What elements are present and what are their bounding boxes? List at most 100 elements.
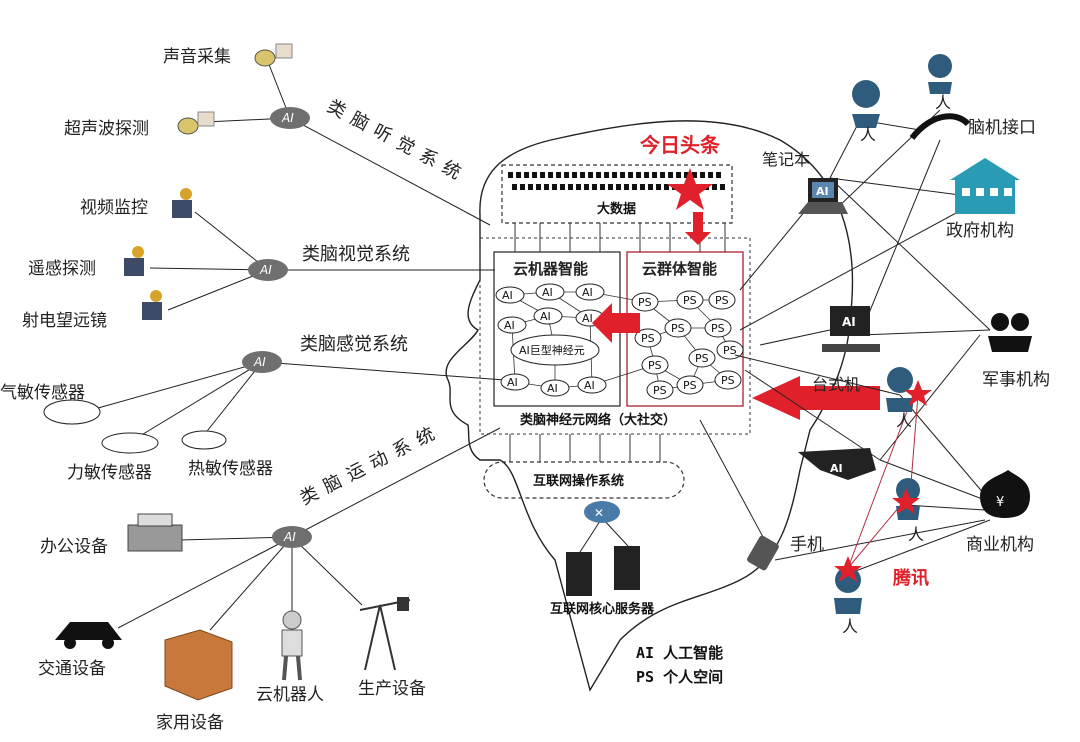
- svg-text:AI: AI: [816, 185, 829, 198]
- bigdata-block: [700, 172, 705, 178]
- star-person-low: [892, 488, 920, 514]
- svg-text:AI: AI: [582, 286, 593, 299]
- arrow-swarm-to-machine: [592, 303, 640, 343]
- svg-text:PS: PS: [683, 379, 697, 392]
- vr-glasses-icon: AI: [798, 448, 876, 480]
- label-production: 生产设备: [358, 679, 426, 699]
- bigdata-block: [684, 172, 689, 178]
- phone-icon: [747, 535, 779, 571]
- head-outline: [445, 120, 854, 692]
- ps-node-4: PS: [664, 318, 692, 338]
- label-robot: 云机器人: [256, 685, 324, 705]
- bigdata-block: [568, 184, 573, 190]
- label-person-bottom: 人: [842, 617, 858, 636]
- bigdata-block: [576, 184, 581, 190]
- ps-node-7: PS: [688, 348, 716, 368]
- ai-node-1: AI: [495, 286, 525, 304]
- svg-text:AI: AI: [830, 462, 843, 475]
- oil-pump-icon: [359, 597, 411, 671]
- label-tencent: 腾讯: [893, 567, 929, 589]
- svg-text:AI: AI: [547, 382, 558, 395]
- ai-giant-neuron: AI巨型神经元: [510, 334, 600, 366]
- network-label: 类脑神经元网络（大社交）: [520, 412, 676, 428]
- bigdata-block: [660, 172, 665, 178]
- label-hearing-system: 类脑听觉系统: [324, 96, 472, 188]
- bigdata-block: [656, 184, 661, 190]
- svg-text:PS: PS: [638, 296, 652, 309]
- os-label: 互联网操作系统: [533, 473, 624, 489]
- label-heat: 热敏传感器: [188, 459, 273, 479]
- printer-icon: [127, 513, 183, 552]
- bigdata-block: [608, 184, 613, 190]
- bigdata-block: [544, 184, 549, 190]
- label-video: 视频监控: [80, 198, 148, 218]
- os-box: [483, 461, 685, 499]
- label-sound: 声音采集: [163, 47, 231, 67]
- svg-text:AI: AI: [504, 319, 515, 332]
- bigdata-box: [501, 164, 733, 224]
- bigdata-block: [596, 172, 601, 178]
- heat-sensor-shape: [181, 430, 227, 450]
- legend-ps: PS 个人空间: [636, 668, 723, 686]
- svg-text:AI: AI: [582, 312, 593, 325]
- svg-text:AI: AI: [281, 111, 294, 125]
- ps-node-9: PS: [716, 340, 744, 360]
- money-bag-icon: ¥: [980, 470, 1030, 518]
- svg-text:AI: AI: [507, 376, 518, 389]
- cloud-swarm-label: 云群体智能: [642, 260, 717, 278]
- ps-node-12: PS: [646, 380, 674, 400]
- bigdata-label: 大数据: [597, 201, 636, 217]
- ai-node-9: AI: [577, 376, 607, 394]
- bigdata-block: [664, 184, 669, 190]
- government-icon: [950, 158, 1020, 214]
- label-gas: 气敏传感器: [0, 383, 85, 403]
- svg-text:AI: AI: [542, 286, 553, 299]
- label-desktop: 台式机: [812, 375, 860, 394]
- bigdata-block: [612, 172, 617, 178]
- bigdata-block: [600, 184, 605, 190]
- label-vision-system: 类脑视觉系统: [302, 244, 410, 265]
- bigdata-block: [516, 172, 521, 178]
- bigdata-block: [616, 184, 621, 190]
- bigdata-block: [520, 184, 525, 190]
- svg-text:PS: PS: [641, 332, 655, 345]
- bigdata-block: [620, 172, 625, 178]
- ps-node-8: PS: [641, 355, 669, 375]
- bigdata-block: [648, 184, 653, 190]
- ai-node-2: AI: [535, 283, 565, 301]
- hub-hearing: AI: [270, 107, 310, 129]
- military-icon: [988, 313, 1032, 352]
- ai-node-4: AI: [533, 307, 563, 325]
- svg-text:AI: AI: [540, 310, 551, 323]
- bigdata-block: [632, 184, 637, 190]
- robot-icon: [281, 610, 303, 681]
- bigdata-block: [524, 172, 529, 178]
- svg-text:PS: PS: [711, 322, 725, 335]
- hub-motion: AI: [272, 526, 312, 548]
- label-force: 力敏传感器: [67, 463, 152, 483]
- star-person-bottom: [834, 556, 862, 582]
- ps-node-5: PS: [704, 318, 732, 338]
- label-business: 商业机构: [966, 535, 1034, 555]
- svg-text:✕: ✕: [594, 506, 604, 520]
- label-person-top1: 人: [860, 125, 876, 144]
- bigdata-block: [588, 172, 593, 178]
- label-office: 办公设备: [40, 537, 108, 557]
- svg-text:PS: PS: [683, 294, 697, 307]
- svg-text:AI: AI: [259, 263, 272, 277]
- bigdata-block: [512, 184, 517, 190]
- bigdata-block: [668, 172, 673, 178]
- bigdata-block: [628, 172, 633, 178]
- label-person-low: 人: [908, 525, 924, 544]
- person-icon-bottom: [834, 567, 862, 614]
- label-bci: 脑机接口: [968, 118, 1036, 138]
- car-icon: [55, 622, 122, 649]
- arrow-users-to-brain: [752, 376, 880, 420]
- camera-icon-video: [172, 188, 192, 218]
- person-icon-top1: [852, 80, 880, 128]
- label-ultrasonic: 超声波探测: [64, 119, 149, 139]
- bigdata-block: [640, 184, 645, 190]
- bigdata-block: [712, 184, 717, 190]
